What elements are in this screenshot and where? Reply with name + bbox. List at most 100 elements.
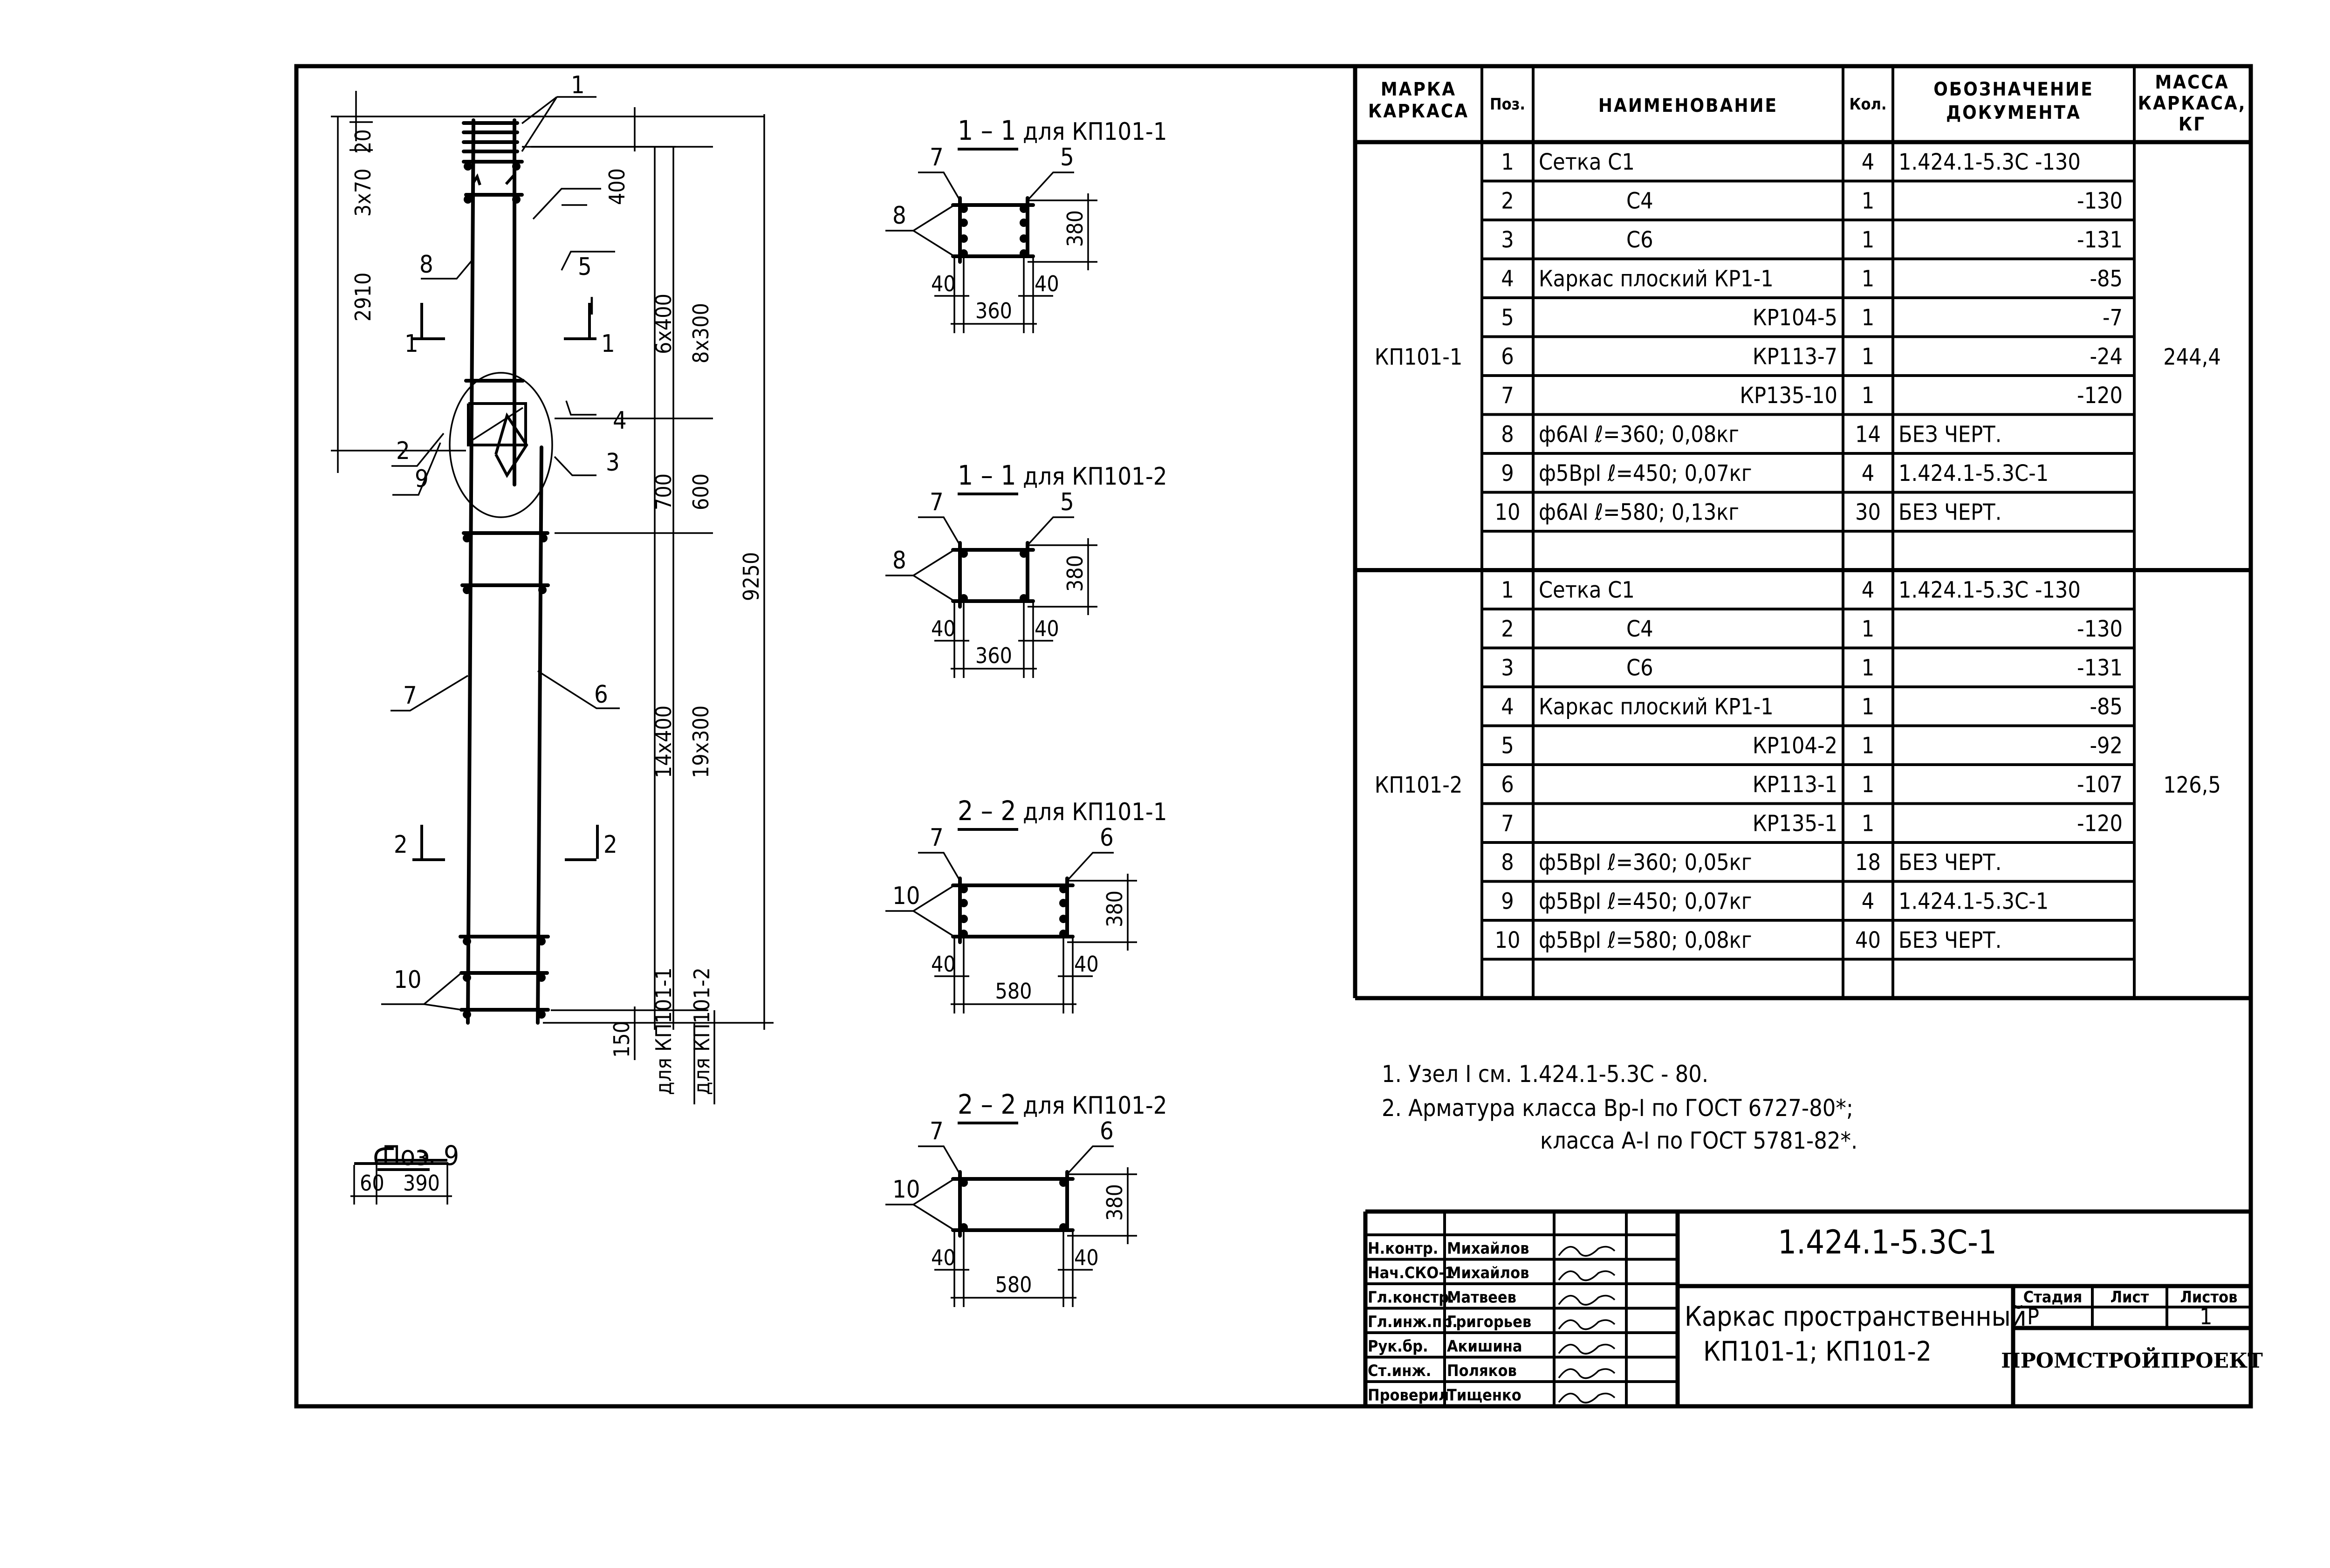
section-bar-dot — [959, 899, 968, 907]
section-mark-1-left: 1 — [404, 330, 418, 358]
section-bar-dot — [959, 915, 968, 923]
table-cell-doc: -120 — [2077, 383, 2123, 409]
table-cell-doc: БЕЗ ЧЕРТ. — [1898, 849, 2001, 876]
signature-name: Михайлов — [1447, 1239, 1529, 1258]
table-cell-doc: -130 — [2077, 616, 2123, 642]
table-cell-name: КР104-5 — [1753, 305, 1837, 331]
section-bar-dot — [959, 594, 968, 603]
callout-side: 10 — [892, 1176, 920, 1204]
table-cell-qty: 1 — [1862, 188, 1874, 214]
callout-node-i: I — [589, 293, 595, 321]
section-dim-edge-left: 40 — [931, 1245, 956, 1270]
section-dim-height: 380 — [1102, 1184, 1127, 1221]
elevation-dimensions — [331, 91, 774, 1104]
table-cell-name: ф6АI ℓ=580; 0,13кг — [1539, 499, 1739, 525]
table-cell-qty: 40 — [1855, 927, 1881, 953]
table-header-cell: НАИМЕНОВАНИЕ — [1598, 95, 1778, 116]
section-dim-height: 380 — [1062, 555, 1088, 592]
table-cell-qty: 30 — [1855, 499, 1881, 525]
table-cell-name: Каркас плоский КР1-1 — [1539, 694, 1774, 720]
section-subtitle: для КП101-2 — [1023, 463, 1167, 491]
callout-right-top: 6 — [1100, 1117, 1114, 1145]
leader-side-2 — [913, 910, 955, 938]
signature-role: Ст.инж. — [1368, 1362, 1431, 1380]
table-cell-pos: 3 — [1501, 655, 1514, 681]
dim-8x300: 8х300 — [688, 303, 713, 363]
section-bar-dot — [959, 249, 968, 258]
mesh-diamond — [494, 412, 528, 478]
leader-side-2 — [913, 1204, 955, 1231]
table-cell-pos: 6 — [1501, 343, 1514, 370]
signature-row: Гл.инж.пр.Григорьев — [1365, 1313, 1678, 1334]
dim-150: 150 — [609, 1021, 634, 1058]
notes: 1. Узел I см. 1.424.1-5.3С - 80. 2. Арма… — [1382, 1061, 1857, 1154]
signature-role: Гл.инж.пр. — [1368, 1313, 1458, 1331]
table-cell-name: ф5ВрI ℓ=360; 0,05кг — [1539, 849, 1752, 876]
tb-sheets-label: Листов — [2180, 1288, 2237, 1307]
dim-6x400: 6х400 — [651, 294, 676, 354]
table-header-cell: КГ — [2179, 114, 2206, 135]
title-block: Н.контр.МихайловНач.СКО-1МихайловГл.конс… — [1363, 1209, 2263, 1406]
table-cell-pos: 1 — [1501, 577, 1514, 603]
section-dim-edge-left: 40 — [931, 616, 956, 641]
node-diag — [468, 407, 523, 444]
section-dim-width: 360 — [975, 298, 1012, 323]
dim-3x70: 3х70 — [350, 169, 376, 217]
dim-700: 700 — [651, 473, 676, 510]
tb-description-2: КП101-1; КП101-2 — [1703, 1335, 1932, 1367]
table-cell-doc: -7 — [2103, 305, 2123, 331]
tb-sheets-value: 1 — [2200, 1304, 2212, 1330]
tb-description-1: Каркас пространственный — [1685, 1301, 2027, 1332]
leader-side-2 — [913, 575, 955, 602]
callout-4: 4 — [613, 407, 627, 435]
table-cell-doc: 1.424.1-5.3С-1 — [1898, 460, 2049, 486]
table-cell-doc: -131 — [2077, 227, 2123, 253]
table-cell-pos: 10 — [1495, 499, 1521, 525]
section-bar-dot — [959, 1223, 968, 1232]
section-mark-2-left: 2 — [394, 831, 408, 859]
section-bar-dot — [1020, 549, 1028, 558]
section-bar-dot — [959, 930, 968, 938]
table-cell-pos: 8 — [1501, 421, 1514, 447]
table-cell-doc: -107 — [2077, 772, 2123, 798]
table-cell-doc: -85 — [2090, 694, 2123, 720]
section-bar-dot — [1059, 1223, 1068, 1232]
signature-name: Тищенко — [1447, 1386, 1521, 1405]
table-cell-name: КР135-1 — [1753, 810, 1837, 836]
signature-role: Гл.констр. — [1368, 1288, 1454, 1307]
table-cell-qty: 1 — [1862, 383, 1874, 409]
section-bar-dot — [1020, 219, 1028, 227]
hook-left — [471, 173, 481, 185]
table-cell-pos: 5 — [1501, 305, 1514, 331]
table-cell-qty: 1 — [1862, 343, 1874, 370]
pos9-hook-left — [374, 1147, 394, 1163]
table-cell-name: Сетка С1 — [1539, 149, 1635, 175]
callout-leaders — [381, 96, 620, 1011]
callout-right-top: 6 — [1100, 824, 1114, 852]
table-header-cell: КАРКАСА — [1368, 101, 1469, 122]
table-cell-name: ф5ВрI ℓ=450; 0,07кг — [1539, 888, 1752, 914]
dim-400: 400 — [604, 168, 630, 205]
section-bar-dot — [1059, 1178, 1068, 1187]
table-cell-qty: 1 — [1862, 227, 1874, 253]
section-title: 1 – 1 — [958, 459, 1016, 491]
table-cell-name: КР113-7 — [1753, 343, 1837, 370]
section-cut-marks — [411, 303, 599, 861]
signature-name: Поляков — [1447, 1362, 1517, 1380]
section-bar-dot — [1020, 594, 1028, 603]
table-cell-pos: 7 — [1501, 383, 1514, 409]
pos9-dim-390: 390 — [403, 1171, 440, 1196]
callout-10: 10 — [394, 966, 422, 994]
table-cell-name: ф5ВрI ℓ=580; 0,08кг — [1539, 927, 1752, 953]
